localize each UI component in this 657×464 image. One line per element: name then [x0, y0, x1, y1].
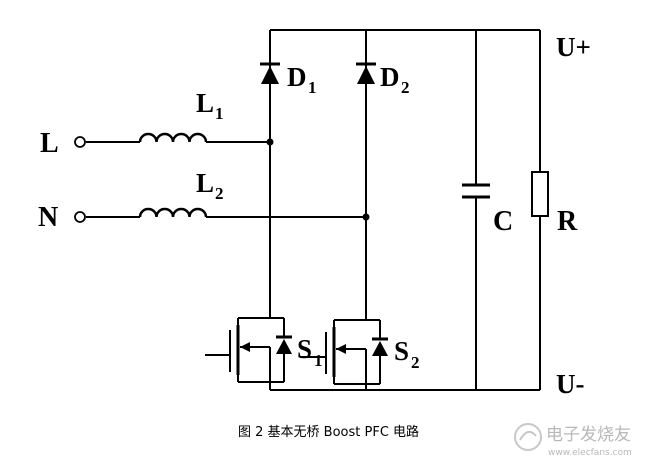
junction-dot: [362, 213, 370, 221]
label-d1: D: [287, 62, 307, 92]
diode-d2: [356, 58, 376, 88]
label-s1-sub: 1: [314, 351, 323, 370]
watermark-url: www.elecfans.com: [548, 448, 632, 458]
label-l1-sub: 1: [215, 104, 224, 123]
mosfet-s2: [300, 319, 388, 390]
label-terminal-n: N: [38, 202, 58, 233]
label-u-plus: U+: [556, 32, 591, 62]
inductor-l1: [138, 132, 208, 143]
capacitor-c: [462, 183, 490, 199]
watermark-logo-icon: [514, 423, 542, 451]
label-terminal-l: L: [40, 128, 59, 159]
label-l1: L: [196, 88, 214, 118]
label-u-minus: U-: [556, 369, 585, 399]
diode-d1: [260, 58, 280, 88]
label-r: R: [557, 206, 578, 237]
terminal-n: [74, 211, 86, 223]
label-l2-sub: 2: [215, 184, 224, 203]
label-s2-sub: 2: [411, 353, 420, 372]
label-d1-sub: 1: [308, 78, 317, 97]
label-s2: S: [394, 336, 409, 366]
wires: [86, 29, 541, 391]
label-c: C: [493, 206, 513, 237]
resistor-r: [531, 171, 549, 217]
mosfet-s1: [205, 317, 292, 390]
label-d2: D: [380, 62, 400, 92]
terminal-l: [74, 136, 86, 148]
inductor-l2: [138, 207, 208, 218]
label-s1: S: [297, 334, 312, 364]
figure-caption: 图 2 基本无桥 Boost PFC 电路: [238, 424, 419, 440]
label-d2-sub: 2: [401, 78, 410, 97]
watermark: 电子发烧友 www.elecfans.com: [514, 423, 632, 458]
label-l2: L: [196, 168, 214, 198]
watermark-text: 电子发烧友: [546, 425, 631, 445]
junction-dot: [266, 138, 274, 146]
